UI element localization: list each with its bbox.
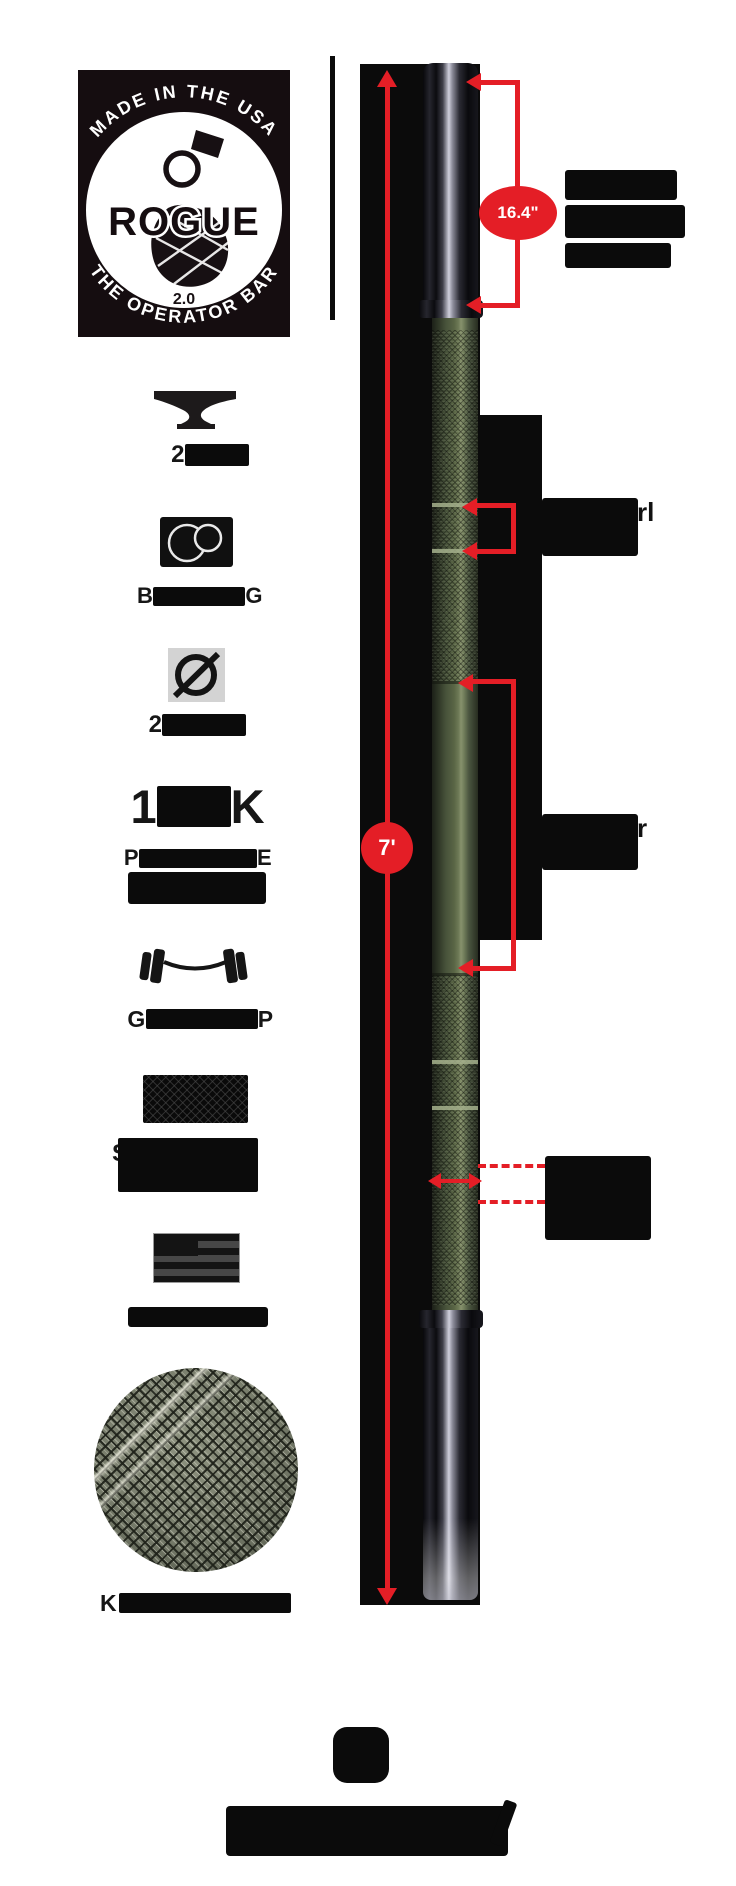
knurl-marks-join-line bbox=[511, 503, 516, 554]
whip-visible-start: G bbox=[127, 1005, 146, 1032]
barbell-whip-icon bbox=[133, 945, 257, 988]
overall-length-badge: 7' bbox=[361, 822, 413, 874]
blacked-out-text bbox=[542, 498, 638, 556]
sleeve-end-highlight bbox=[423, 1328, 478, 1600]
diameter-arrow-line bbox=[439, 1179, 471, 1183]
sleeve-length-value: 16.4" bbox=[497, 203, 539, 222]
blacked-out-text bbox=[226, 1806, 508, 1856]
knurl-marks-arrow-lower bbox=[462, 542, 477, 560]
center-section-line-lower bbox=[472, 966, 516, 971]
blacked-out-text bbox=[545, 1156, 651, 1240]
barbell-bottom-collar bbox=[419, 1310, 483, 1328]
knurl-marks-arrow-upper bbox=[462, 498, 477, 516]
finish-spec-label: S bbox=[112, 1138, 272, 1192]
diameter-visible-text: 2 bbox=[148, 711, 163, 738]
blacked-out-text bbox=[128, 872, 266, 904]
knurl-ring-mark bbox=[432, 1060, 478, 1064]
center-section-line-upper bbox=[472, 679, 516, 684]
knurl-finish-swatch bbox=[143, 1075, 248, 1123]
tensile-spec-line2: P E bbox=[113, 845, 283, 871]
tensile-visible-end: K bbox=[230, 779, 265, 833]
length-arrow-down bbox=[377, 1588, 397, 1605]
knurl-pattern-label: K bbox=[100, 1590, 300, 1616]
knurl-marks-line-lower bbox=[476, 549, 516, 554]
rotation-visible-start: B bbox=[136, 583, 154, 608]
blacked-out-text bbox=[333, 1727, 389, 1783]
blacked-out-text bbox=[565, 243, 671, 268]
logo-version-text: 2.0 bbox=[173, 291, 195, 308]
shaft-lower-knurl-section bbox=[432, 975, 478, 1305]
sleeve-dim-bottom-segment bbox=[481, 303, 517, 308]
diameter-arrow-left bbox=[428, 1173, 441, 1189]
center-section-arrow-lower bbox=[458, 959, 473, 977]
sleeve-dim-top-segment bbox=[481, 80, 517, 85]
center-section-arrow-upper bbox=[458, 674, 473, 692]
blacked-out-text bbox=[139, 848, 257, 868]
rogue-logo-badge: MADE IN THE USA THE OPERATOR BAR ROGUE 2… bbox=[78, 70, 290, 337]
blacked-out-text bbox=[565, 205, 685, 238]
blacked-out-text bbox=[162, 714, 247, 736]
knurl-visible-start: K bbox=[100, 1589, 118, 1616]
anvil-icon bbox=[153, 387, 237, 430]
diameter-icon bbox=[168, 648, 225, 702]
tensile-line2-end: E bbox=[257, 845, 273, 870]
center-section-join-line bbox=[511, 679, 516, 971]
diameter-dashed-line-lower bbox=[478, 1200, 545, 1204]
sleeve-length-badge: 16.4" bbox=[479, 186, 557, 240]
tensile-visible-start: 1 bbox=[130, 779, 157, 833]
knurl-ring-mark bbox=[432, 549, 478, 553]
logo-brand-text: ROGUE bbox=[108, 200, 260, 244]
weight-visible-text: 2 bbox=[171, 441, 185, 468]
tensile-spec-headline: 1 K bbox=[125, 779, 270, 833]
knurl-marks-label-tail: rl bbox=[637, 497, 655, 527]
blacked-out-text bbox=[153, 586, 246, 606]
grenade-icon bbox=[151, 130, 230, 287]
center-section-label-tail: r bbox=[637, 813, 648, 843]
rotation-spec-label: B G bbox=[125, 583, 275, 609]
barbell-top-sleeve bbox=[423, 63, 478, 300]
sleeve-arrow-top bbox=[466, 73, 481, 91]
weight-spec-label: 2 bbox=[150, 441, 270, 469]
knurl-pattern-photo bbox=[94, 1368, 298, 1572]
sleeve-arrow-bottom bbox=[466, 296, 481, 314]
overall-length-value: 7' bbox=[378, 835, 396, 860]
blacked-out-text bbox=[128, 1307, 268, 1327]
flag-canton bbox=[154, 1234, 198, 1256]
diameter-dashed-line-upper bbox=[478, 1164, 545, 1168]
diameter-spec-label: 2 bbox=[135, 711, 260, 739]
length-arrow-up bbox=[377, 70, 397, 87]
extension-line bbox=[330, 56, 335, 320]
bushing-icon bbox=[160, 517, 233, 567]
knurl-ring-mark bbox=[432, 1106, 478, 1110]
diameter-arrow-right bbox=[469, 1173, 482, 1189]
barbell-bottom-sleeve bbox=[423, 1328, 478, 1600]
knurl-section-edge bbox=[432, 973, 478, 976]
blacked-out-text bbox=[542, 814, 638, 870]
whip-spec-label: G P bbox=[118, 1005, 283, 1033]
blacked-out-text bbox=[145, 1009, 258, 1029]
blacked-out-text bbox=[119, 1593, 292, 1613]
whip-visible-end: P bbox=[257, 1005, 274, 1032]
knurl-marks-line-upper bbox=[476, 503, 516, 508]
blacked-out-text bbox=[184, 444, 249, 466]
knurl-section-edge bbox=[432, 681, 478, 684]
barbell-shaft bbox=[432, 318, 478, 1310]
blacked-out-text bbox=[117, 1138, 258, 1192]
knurl-ring-mark bbox=[432, 503, 478, 507]
usa-flag-icon bbox=[153, 1233, 240, 1283]
blacked-out-text bbox=[565, 170, 677, 200]
blacked-out-text bbox=[156, 785, 231, 827]
rotation-visible-end: G bbox=[245, 583, 263, 608]
tensile-line2-start: P bbox=[123, 845, 139, 870]
